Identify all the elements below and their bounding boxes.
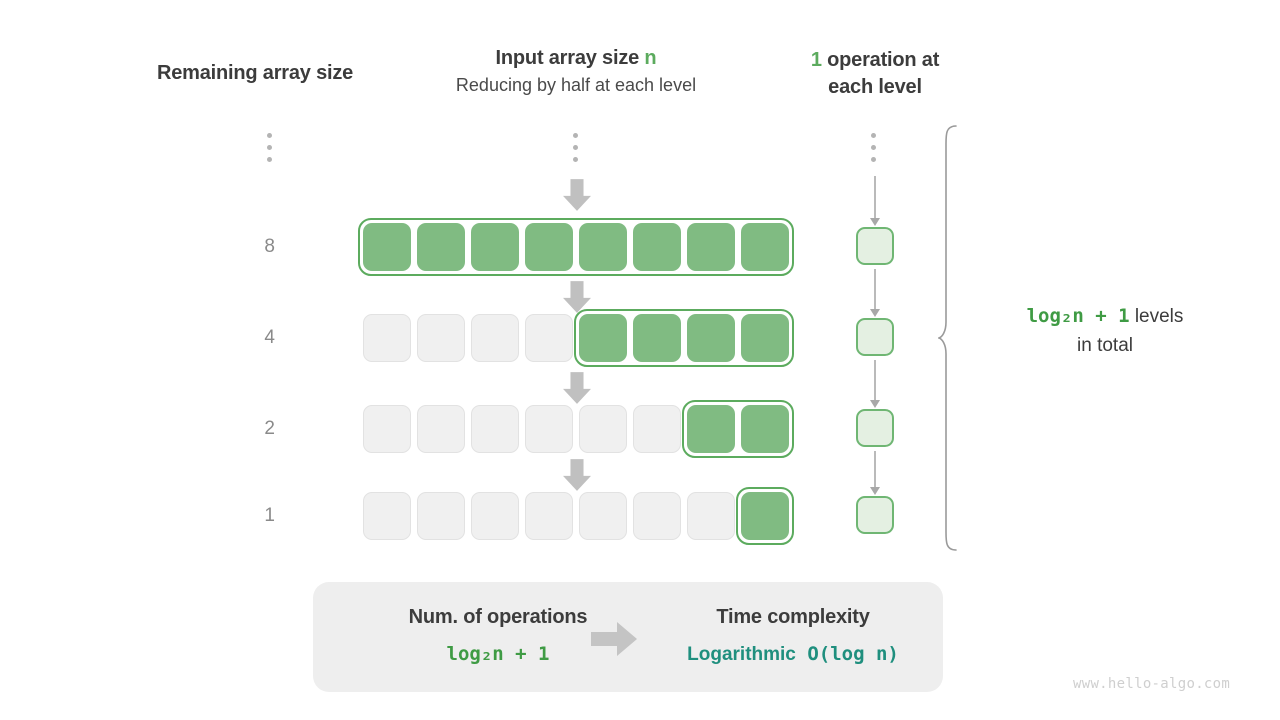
header-input-title-variable: n xyxy=(644,47,657,69)
array-cell-active xyxy=(579,314,627,362)
operation-box xyxy=(856,227,894,265)
summary-operations-column: Num. of operations log₂n + 1 xyxy=(343,606,653,665)
array-cell-inactive xyxy=(417,492,465,540)
array-cell-active xyxy=(687,405,735,453)
array-cell-inactive xyxy=(417,314,465,362)
array-cell-active xyxy=(363,223,411,271)
row-size-label: 8 xyxy=(264,236,275,257)
dot xyxy=(267,157,272,162)
array-cell-active xyxy=(579,223,627,271)
dot xyxy=(267,145,272,150)
operation-box xyxy=(856,318,894,356)
header-operations-count: 1 xyxy=(810,49,822,71)
row-size-label: 1 xyxy=(264,505,275,526)
dot xyxy=(871,145,876,150)
subarray-highlight-outline xyxy=(682,400,794,458)
array-cell-inactive xyxy=(633,492,681,540)
operation-connector-arrow-icon xyxy=(870,176,880,226)
array-cell-inactive xyxy=(471,492,519,540)
halving-arrow-icon xyxy=(563,372,591,404)
dot xyxy=(267,133,272,138)
header-input-array-size: Input array size n Reducing by half at e… xyxy=(418,47,734,96)
array-cell-inactive xyxy=(525,314,573,362)
halving-arrow-icon xyxy=(563,281,591,313)
array-cell-inactive xyxy=(579,492,627,540)
array-cell-active xyxy=(417,223,465,271)
subarray-highlight-outline xyxy=(736,487,794,545)
row-size-label: 4 xyxy=(264,327,275,348)
array-cell-active xyxy=(633,223,681,271)
array-cell-active xyxy=(525,223,573,271)
dot xyxy=(573,157,578,162)
array-cell-inactive xyxy=(633,405,681,453)
array-cell-active xyxy=(633,314,681,362)
levels-total-label: log₂n + 1 levels in total xyxy=(985,302,1225,360)
summary-operations-title: Num. of operations xyxy=(408,606,588,628)
array-cell-inactive xyxy=(525,405,573,453)
summary-complexity-value: Logarithmic O(log n) xyxy=(663,643,923,666)
watermark: www.hello-algo.com xyxy=(1073,676,1231,692)
levels-suffix: levels xyxy=(1129,306,1184,327)
header-input-subtitle: Reducing by half at each level xyxy=(455,75,697,95)
levels-brace xyxy=(938,125,957,551)
dot xyxy=(573,133,578,138)
operation-box xyxy=(856,409,894,447)
array-cell-inactive xyxy=(525,492,573,540)
summary-operations-value: log₂n + 1 xyxy=(446,643,550,665)
array-cell-inactive xyxy=(471,314,519,362)
array-cell-active xyxy=(687,223,735,271)
array-cell-inactive xyxy=(471,405,519,453)
header-operations-line2: each level xyxy=(828,76,922,98)
operation-connector-arrow-icon xyxy=(870,360,880,408)
header-operations: 1 operation at each level xyxy=(780,47,970,101)
array-cell-inactive xyxy=(417,405,465,453)
summary-complexity-word: Logarithmic xyxy=(687,644,796,665)
summary-arrow-icon xyxy=(591,622,637,656)
ellipsis-operations-column xyxy=(871,133,877,162)
array-cell-active xyxy=(471,223,519,271)
halving-arrow-icon xyxy=(563,179,591,211)
header-operations-line1: operation at xyxy=(821,49,940,71)
halving-arrow-icon xyxy=(563,459,591,491)
levels-second-line: in total xyxy=(1077,334,1133,356)
array-cell-inactive xyxy=(579,405,627,453)
header-input-title-text: Input array size xyxy=(495,47,645,69)
row-size-label: 2 xyxy=(264,418,275,439)
dot xyxy=(871,157,876,162)
header-remaining-array-size: Remaining array size xyxy=(157,62,354,84)
dot xyxy=(573,145,578,150)
subarray-highlight-outline xyxy=(574,309,794,367)
array-cell-inactive xyxy=(363,405,411,453)
header-input-title: Input array size n xyxy=(418,47,734,70)
operation-connector-arrow-icon xyxy=(870,451,880,495)
operation-connector-arrow-icon xyxy=(870,269,880,317)
array-cell-active xyxy=(687,314,735,362)
levels-formula: log₂n + 1 xyxy=(1026,305,1130,327)
dot xyxy=(871,133,876,138)
summary-complexity-notation: O(log n) xyxy=(807,643,899,665)
ellipsis-array-column xyxy=(573,133,579,162)
array-cell-inactive xyxy=(687,492,735,540)
subarray-highlight-outline xyxy=(358,218,794,276)
summary-complexity-column: Time complexity Logarithmic O(log n) xyxy=(663,606,923,666)
summary-complexity-title: Time complexity xyxy=(716,606,870,628)
array-cell-inactive xyxy=(363,492,411,540)
ellipsis-remaining-column xyxy=(267,133,273,162)
array-cell-inactive xyxy=(363,314,411,362)
operation-box xyxy=(856,496,894,534)
